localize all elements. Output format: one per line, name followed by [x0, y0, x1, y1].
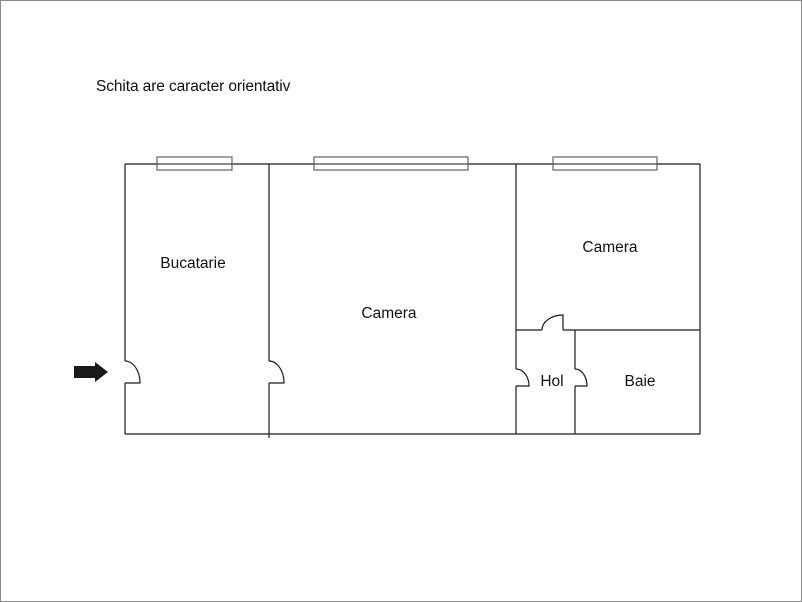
windows [156, 156, 658, 171]
entrance-arrow-icon [74, 362, 108, 382]
bathroom-door-icon [574, 368, 588, 387]
hallway-door-icon [515, 368, 530, 387]
walls [124, 163, 701, 438]
room-label-camera-mica: Camera [582, 239, 638, 256]
room-label-camera-mare: Camera [361, 305, 417, 322]
diagram-title: Schita are caracter orientativ [96, 78, 291, 95]
entrance-door-icon [124, 360, 141, 384]
room-label-bucatarie: Bucatarie [160, 255, 225, 272]
room-label-hol: Hol [540, 373, 563, 390]
bedroom-door-icon [541, 314, 564, 331]
room-label-baie: Baie [624, 373, 655, 390]
kitchen-door-icon [268, 360, 285, 384]
doors [124, 314, 588, 387]
